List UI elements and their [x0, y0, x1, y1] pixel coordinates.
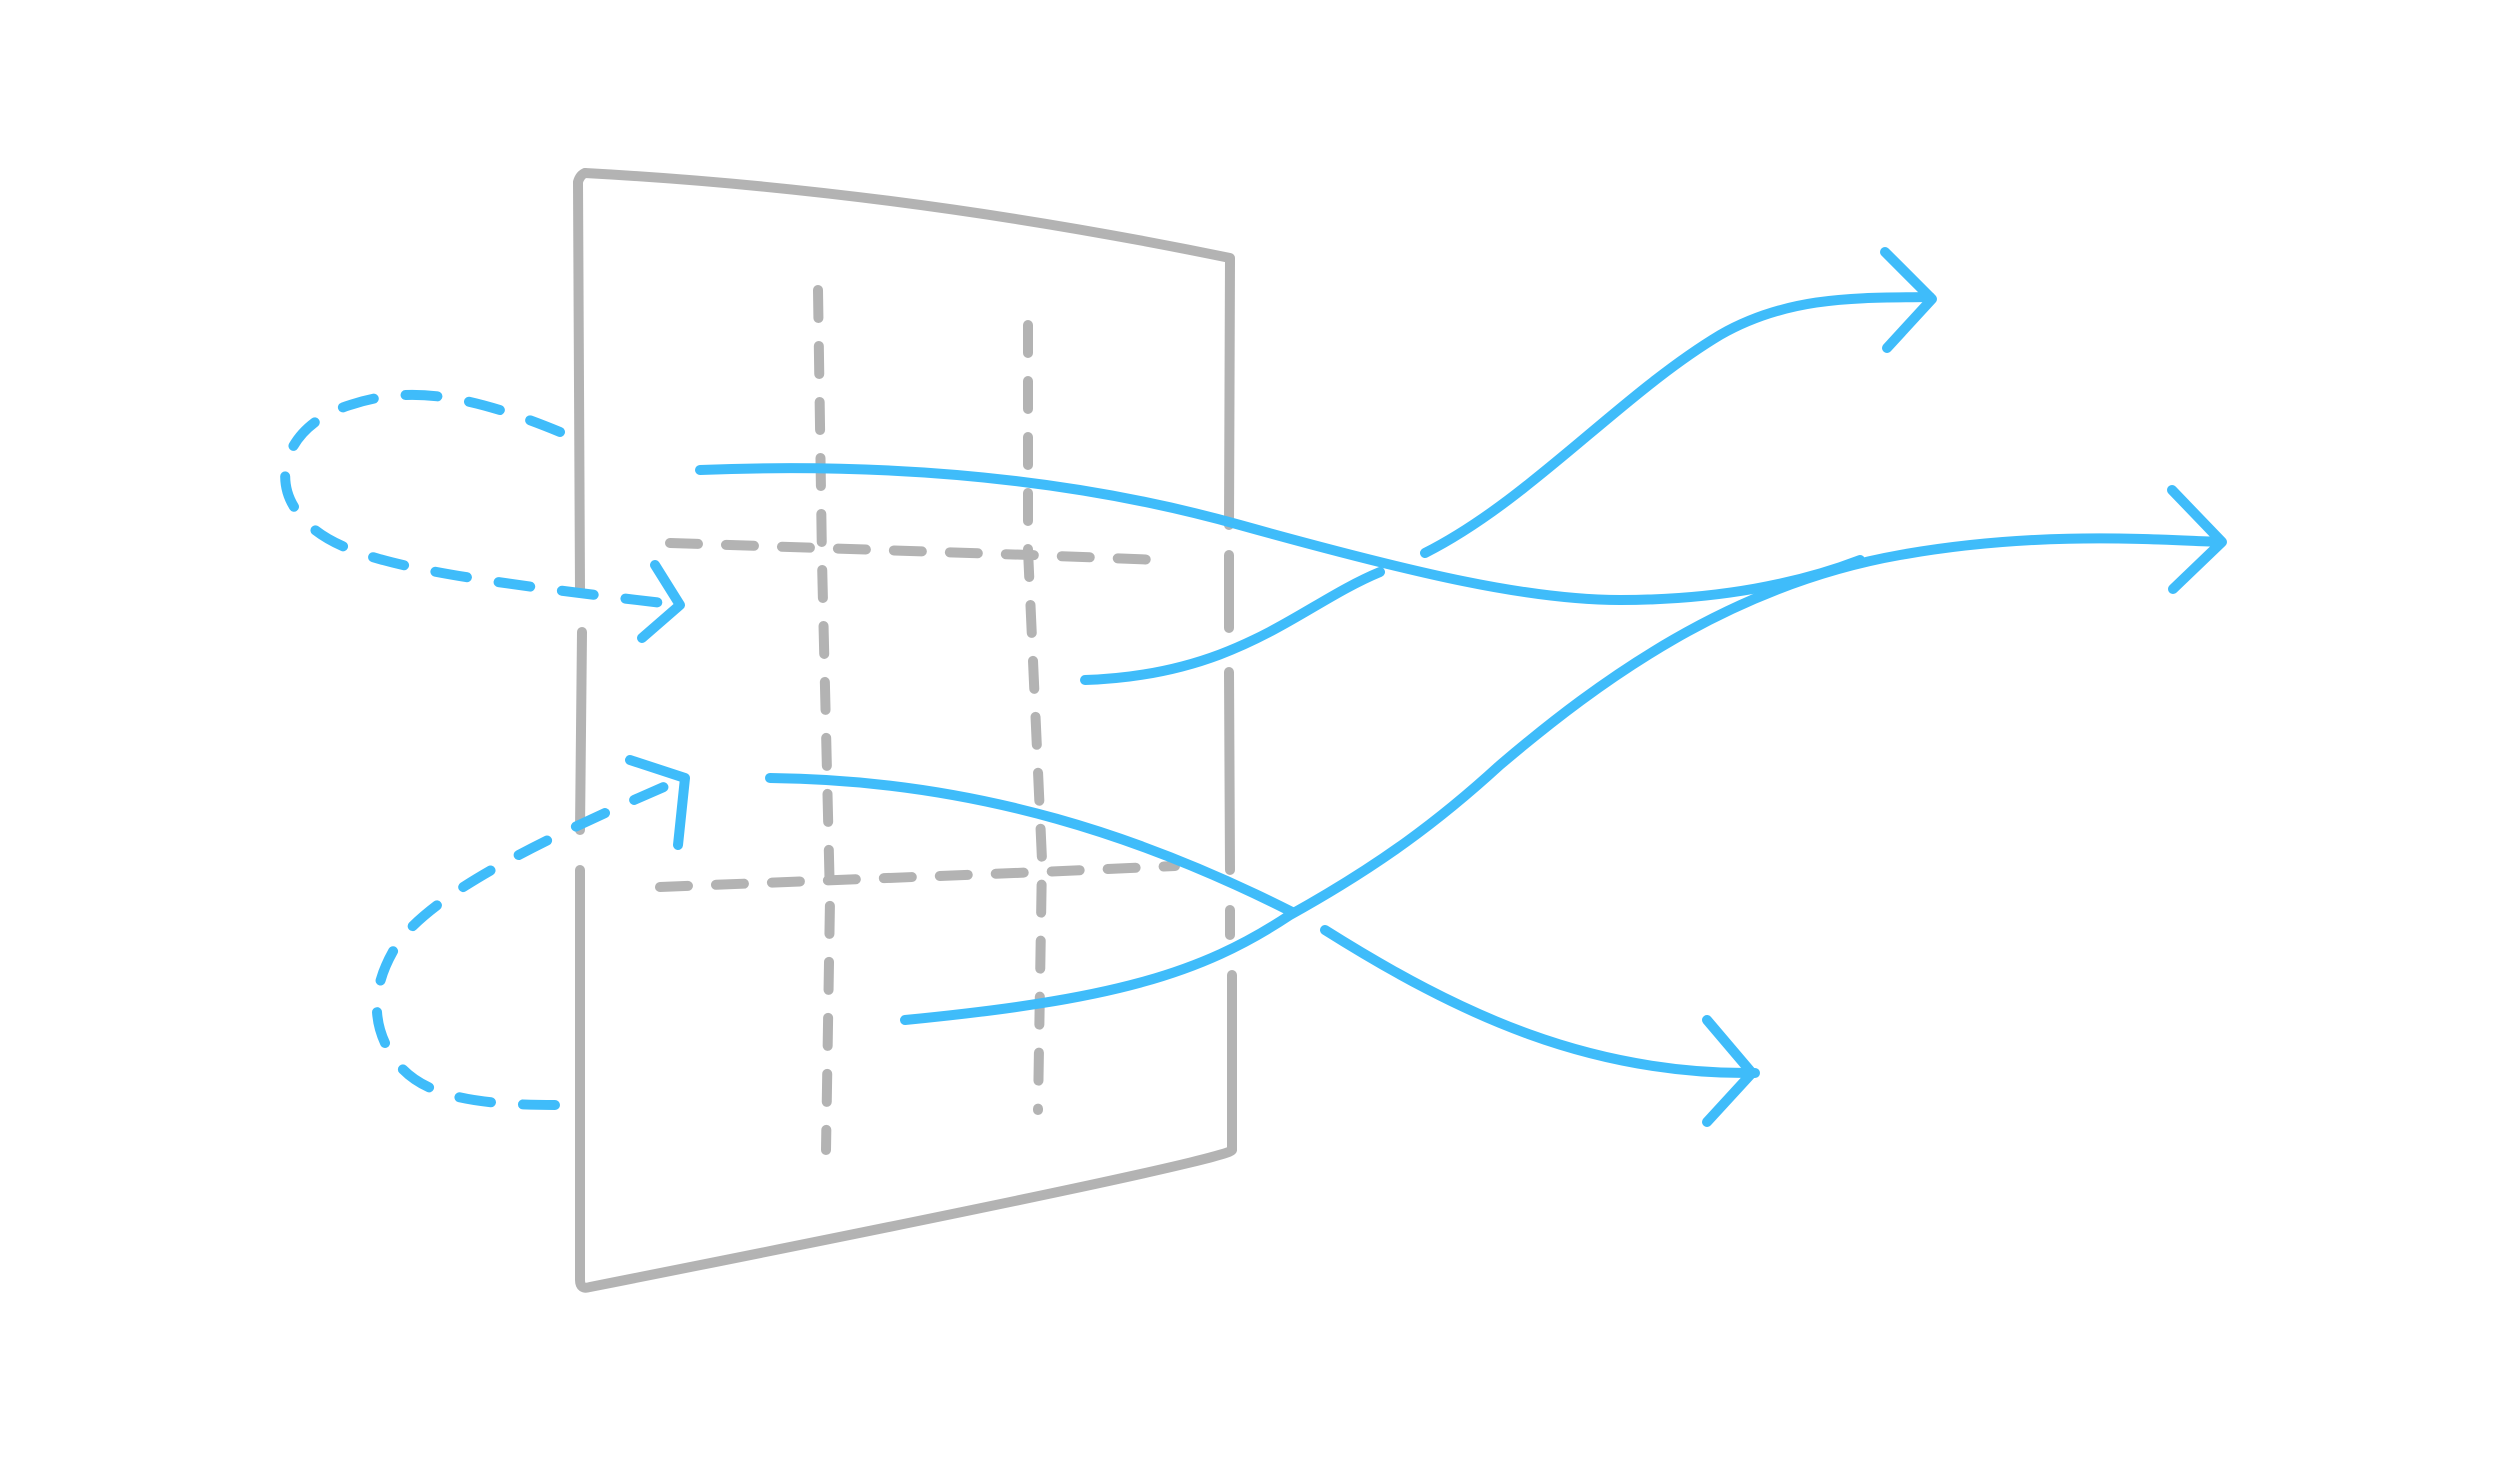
panel [573, 168, 1237, 1293]
passing-flows [695, 292, 2225, 1079]
loop-flow-lower [371, 775, 685, 1110]
flow-2 [1080, 567, 1385, 685]
flow-3 [900, 533, 2225, 1025]
arrowhead-right [2167, 485, 2227, 594]
flow-2-continuation [1420, 292, 1935, 558]
looping-flows [280, 389, 690, 1110]
panel-top-line [580, 168, 1235, 530]
loop-arrowhead-lower [625, 755, 690, 850]
grid-horizontal-top [665, 538, 1165, 565]
panel-left-edge-bottom [575, 865, 1237, 1293]
grid-vertical-right [1023, 320, 1047, 1115]
arrowhead-bottom [1702, 1015, 1757, 1127]
arrowheads [1702, 247, 2227, 1127]
grid-vertical-left [813, 285, 835, 1155]
arrowhead-top [1880, 247, 1937, 353]
panel-top-edge [573, 168, 590, 595]
flow-1 [695, 463, 1865, 605]
loop-flow-upper [280, 389, 685, 610]
panel-left-edge-middle [575, 627, 587, 835]
panel-right-edge-segment-2 [1224, 667, 1235, 875]
flow-4 [765, 773, 1297, 917]
panel-grid [655, 285, 1180, 1155]
loop-arrowhead-upper [637, 560, 685, 643]
grid-horizontal-bottom [655, 861, 1180, 892]
flow-4-continuation [1320, 925, 1760, 1079]
